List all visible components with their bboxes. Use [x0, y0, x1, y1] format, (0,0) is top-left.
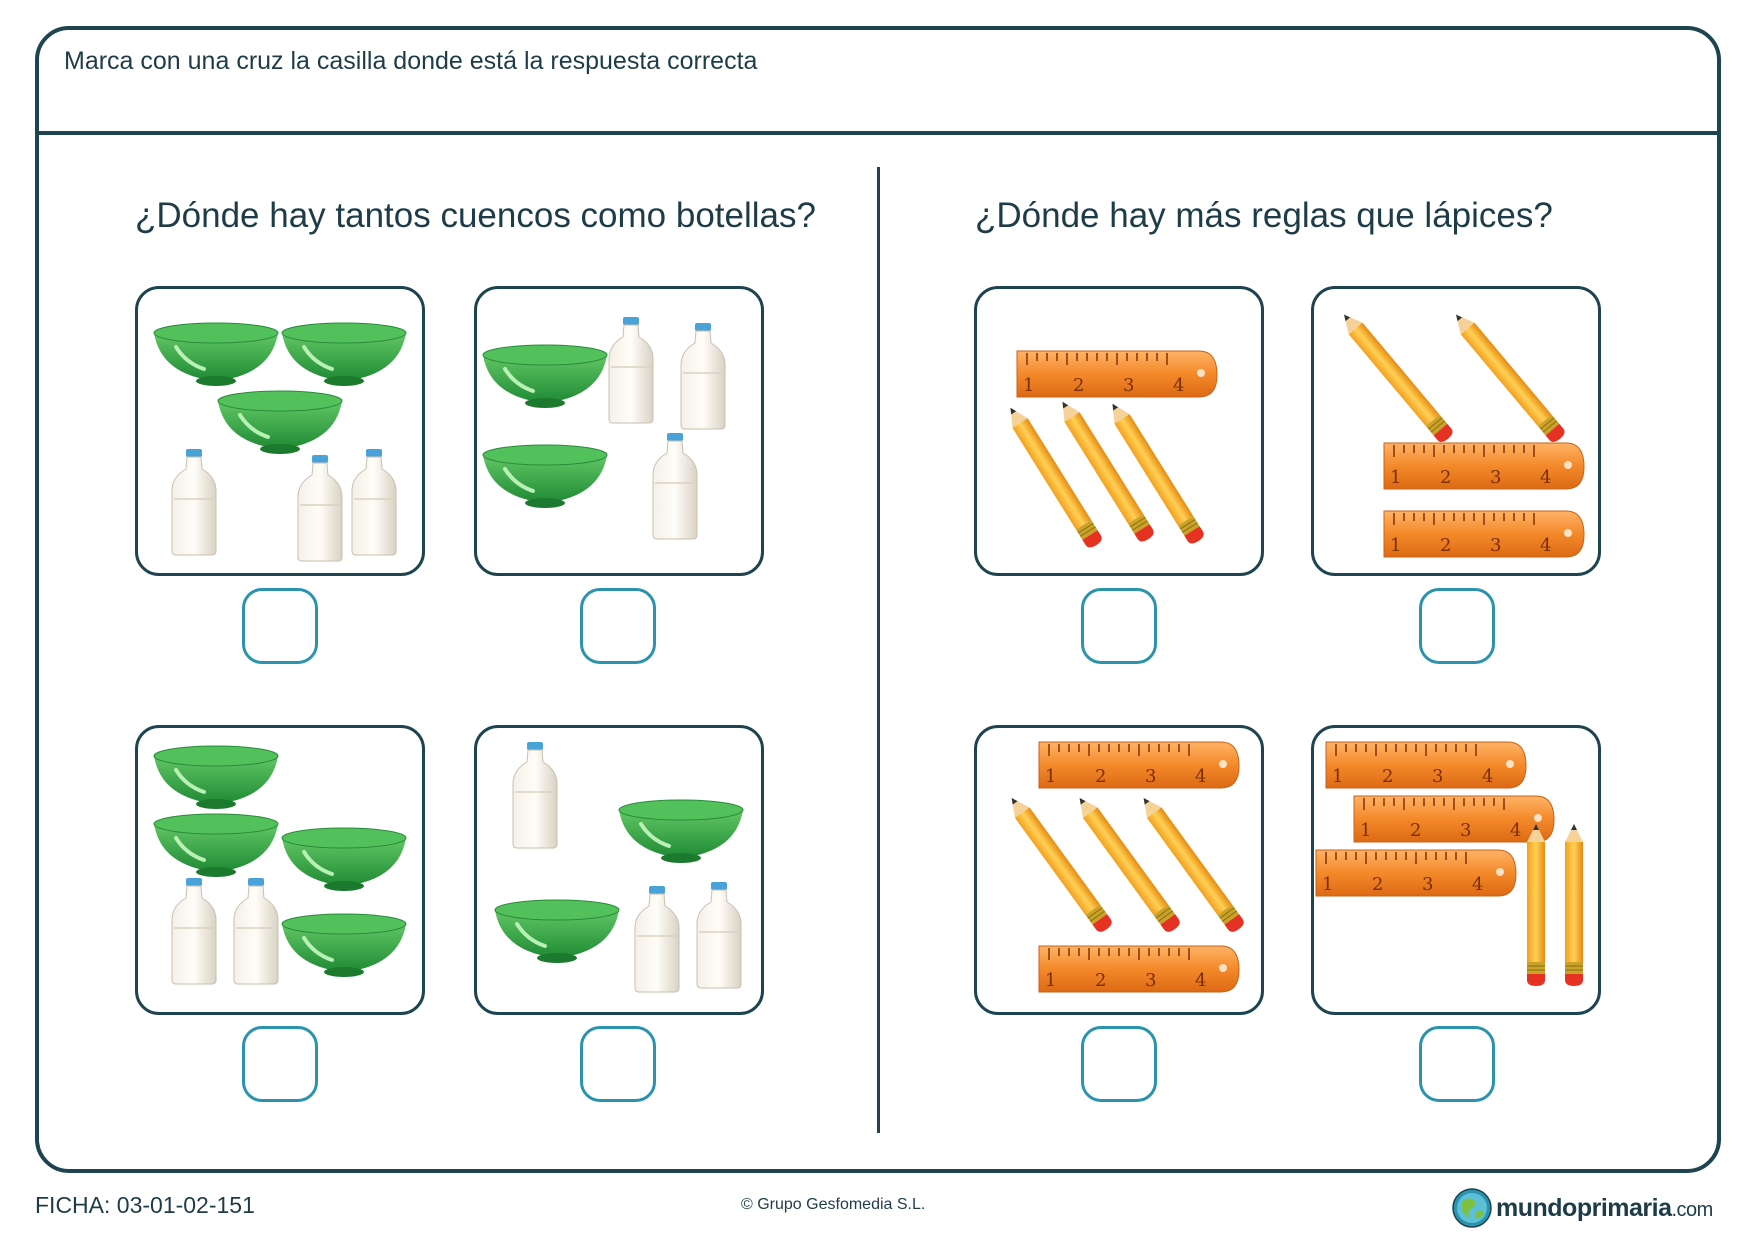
svg-text:3: 3: [1145, 766, 1156, 787]
option-panel-bowls-bottles-1: [135, 286, 425, 576]
answer-checkbox-bowls-bottles-4[interactable]: [580, 1026, 656, 1102]
bottle-icon: [680, 322, 726, 430]
option-panel-bowls-bottles-4: [474, 725, 764, 1015]
brand-logo[interactable]: mundoprimaria.com: [1452, 1186, 1713, 1230]
svg-text:4: 4: [1472, 874, 1483, 895]
svg-text:1: 1: [1332, 766, 1343, 787]
answer-checkbox-rulers-pencils-1[interactable]: [1081, 588, 1157, 664]
answer-checkbox-bowls-bottles-3[interactable]: [242, 1026, 318, 1102]
svg-text:3: 3: [1432, 766, 1443, 787]
pencil-icon: [1448, 308, 1568, 446]
svg-text:3: 3: [1490, 467, 1501, 488]
svg-text:3: 3: [1422, 874, 1433, 895]
svg-text:1: 1: [1023, 375, 1034, 396]
bowl-icon: [152, 744, 280, 811]
bowl-icon: [280, 826, 408, 893]
pencil-icon: [1564, 823, 1584, 987]
pencil-icon: [1002, 402, 1105, 551]
ruler-icon: 1 2 3 4: [1315, 849, 1517, 897]
bowl-icon: [481, 343, 609, 410]
option-panel-rulers-pencils-3: 1 2 3 4 1 2 3 4: [974, 725, 1264, 1015]
bowl-icon: [280, 912, 408, 979]
globe-icon: [1452, 1188, 1492, 1228]
answer-checkbox-bowls-bottles-1[interactable]: [242, 588, 318, 664]
copyright-text: © Grupo Gesfomedia S.L.: [741, 1196, 926, 1213]
bottle-icon: [171, 877, 217, 985]
bowl-icon: [617, 798, 745, 865]
question-bowls-bottles: ¿Dónde hay tantos cuencos como botellas?: [135, 196, 816, 235]
instruction-text: Marca con una cruz la casilla donde está…: [64, 47, 758, 75]
question-rulers-pencils: ¿Dónde hay más reglas que lápices?: [975, 196, 1553, 235]
svg-text:4: 4: [1540, 535, 1551, 556]
pencil-icon: [1054, 396, 1157, 545]
option-panel-bowls-bottles-2: [474, 286, 764, 576]
svg-text:3: 3: [1123, 375, 1134, 396]
bottle-icon: [696, 881, 742, 989]
brand-name: mundoprimaria.com: [1496, 1193, 1713, 1222]
svg-text:2: 2: [1095, 970, 1106, 991]
answer-checkbox-rulers-pencils-2[interactable]: [1419, 588, 1495, 664]
center-divider: [877, 167, 880, 1133]
bowl-icon: [481, 443, 609, 510]
ruler-icon: 1 2 3 4: [1325, 741, 1527, 789]
option-panel-rulers-pencils-4: 1 2 3 4 1 2 3 4 1 2 3 4: [1311, 725, 1601, 1015]
svg-text:4: 4: [1195, 970, 1206, 991]
svg-text:3: 3: [1490, 535, 1501, 556]
pencil-icon: [1104, 398, 1207, 547]
option-panel-rulers-pencils-2: 1 2 3 4 1 2 3 4: [1311, 286, 1601, 576]
svg-text:1: 1: [1045, 970, 1056, 991]
pencil-icon: [1526, 823, 1546, 987]
worksheet-frame: [35, 26, 1721, 1173]
svg-text:4: 4: [1195, 766, 1206, 787]
svg-text:1: 1: [1390, 535, 1401, 556]
bottle-icon: [512, 741, 558, 849]
svg-text:2: 2: [1372, 874, 1383, 895]
svg-text:2: 2: [1410, 820, 1421, 841]
svg-text:4: 4: [1173, 375, 1184, 396]
svg-text:3: 3: [1460, 820, 1471, 841]
ruler-icon: 1 2 3 4: [1016, 350, 1218, 398]
svg-text:2: 2: [1073, 375, 1084, 396]
ruler-icon: 1 2 3 4: [1038, 945, 1240, 993]
bottle-icon: [297, 454, 343, 562]
bottle-icon: [171, 448, 217, 556]
option-panel-bowls-bottles-3: [135, 725, 425, 1015]
bowl-icon: [493, 898, 621, 965]
ruler-icon: 1 2 3 4: [1038, 741, 1240, 789]
ruler-icon: 1 2 3 4: [1383, 442, 1585, 490]
bottle-icon: [634, 885, 680, 993]
svg-text:2: 2: [1095, 766, 1106, 787]
svg-text:1: 1: [1360, 820, 1371, 841]
answer-checkbox-bowls-bottles-2[interactable]: [580, 588, 656, 664]
svg-text:1: 1: [1045, 766, 1056, 787]
svg-text:3: 3: [1145, 970, 1156, 991]
svg-text:4: 4: [1540, 467, 1551, 488]
answer-checkbox-rulers-pencils-3[interactable]: [1081, 1026, 1157, 1102]
ruler-icon: 1 2 3 4: [1383, 510, 1585, 558]
svg-text:4: 4: [1482, 766, 1493, 787]
header-divider: [37, 131, 1719, 135]
answer-checkbox-rulers-pencils-4[interactable]: [1419, 1026, 1495, 1102]
bottle-icon: [608, 316, 654, 424]
bowl-icon: [152, 812, 280, 879]
option-panel-rulers-pencils-1: 1 2 3 4: [974, 286, 1264, 576]
svg-text:2: 2: [1440, 467, 1451, 488]
svg-text:2: 2: [1440, 535, 1451, 556]
bottle-icon: [652, 432, 698, 540]
bowl-icon: [216, 389, 344, 456]
pencil-icon: [1336, 308, 1456, 446]
svg-text:4: 4: [1510, 820, 1521, 841]
worksheet-code: FICHA: 03-01-02-151: [35, 1192, 255, 1218]
svg-text:1: 1: [1390, 467, 1401, 488]
bottle-icon: [233, 877, 279, 985]
bowl-icon: [280, 321, 408, 388]
bottle-icon: [351, 448, 397, 556]
svg-text:1: 1: [1322, 874, 1333, 895]
svg-text:2: 2: [1382, 766, 1393, 787]
ruler-icon: 1 2 3 4: [1353, 795, 1555, 843]
bowl-icon: [152, 321, 280, 388]
